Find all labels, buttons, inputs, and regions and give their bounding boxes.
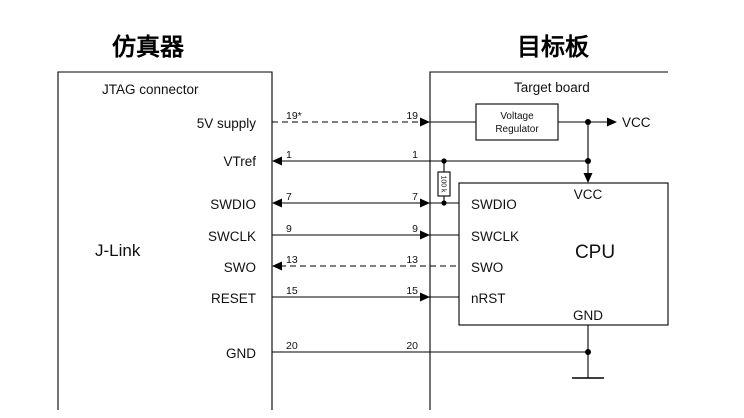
target-heading: 目标板 [517,33,590,61]
jlink-box [57,71,273,410]
signal-label-vtref: VTref [223,154,256,169]
arrow-swo [272,261,282,271]
pin-right-13: 13 [406,254,418,266]
pin-right-19: 19 [406,110,418,122]
pin-left-13: 13 [286,254,298,266]
pin-left-7: 7 [286,191,292,203]
arrow-vcc-cpu [583,173,593,183]
pin-left-15: 15 [286,285,298,297]
pin-right-7: 7 [412,191,418,203]
pin-left-20: 20 [286,340,298,352]
jtag-connector-title: JTAG connector [102,82,199,97]
arrow-reset [420,292,430,302]
signal-label-swdio: SWDIO [210,197,256,212]
cpu-block [458,182,669,326]
junction-pullup-top [441,158,447,164]
arrow-swdio-left [272,198,282,208]
signal-label-reset: RESET [211,291,256,306]
signal-label-5v-supply: 5V supply [197,116,257,131]
pin-left-9: 9 [286,223,292,235]
pin-right-1: 1 [412,149,418,161]
arrow-swdio-right [420,198,430,208]
junction-pullup-swdio [441,200,447,206]
arrow-swclk [420,230,430,240]
regulator-label-line1: Voltage [500,111,534,122]
jlink-device-name: J-Link [95,241,141,260]
vcc-out-label: VCC [622,115,651,130]
cpu-pin-swo: SWO [471,260,503,275]
pin-right-15: 15 [406,285,418,297]
junction-vtref [585,158,591,164]
cpu-pin-swdio: SWDIO [471,197,517,212]
signal-label-swo: SWO [224,260,256,275]
arrow-vtref [272,156,282,166]
pin-left-1: 1 [286,149,292,161]
cpu-name: CPU [575,242,615,263]
cpu-vcc-label: VCC [574,187,603,202]
junction-gnd [585,349,591,355]
signal-label-swclk: SWCLK [208,229,256,244]
pin-right-9: 9 [412,223,418,235]
cpu-pin-swclk: SWCLK [471,229,519,244]
cpu-gnd-label: GND [573,308,603,323]
pullup-resistor-label: 100 k [440,175,447,193]
target-board-title: Target board [514,80,590,95]
pin-right-20: 20 [406,340,418,352]
arrow-5v-supply [420,117,430,127]
emulator-heading: 仿真器 [112,33,185,61]
signal-label-gnd: GND [226,346,256,361]
regulator-label-line2: Regulator [495,124,539,135]
arrow-vcc-out [607,117,617,127]
pin-left-19: 19* [286,110,302,122]
cpu-pin-nrst: nRST [471,291,506,306]
